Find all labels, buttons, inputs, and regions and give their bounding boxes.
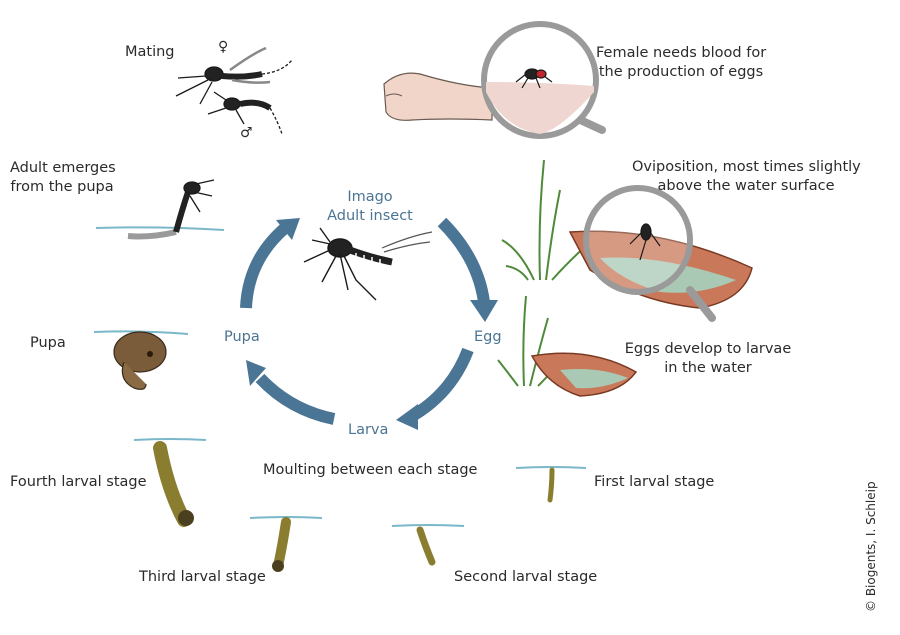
oviposition-container: [501, 159, 753, 322]
label-oviposition: Oviposition, most times slightly above t…: [632, 158, 861, 196]
arrowhead-larva: [396, 404, 418, 430]
arm-illustration: [383, 72, 493, 121]
emerging-adult: [95, 179, 225, 240]
cycle-arrows: [240, 217, 490, 425]
male-symbol: ♂: [240, 125, 253, 141]
label-eggs-develop-line2: in the water: [664, 360, 752, 376]
label-pupa-stage: Pupa: [30, 335, 66, 351]
label-adult-emerges-line2: from the pupa: [10, 179, 114, 195]
label-eggs-develop: Eggs develop to larvae in the water: [624, 340, 792, 378]
ovipositing-mosquito: [629, 223, 661, 261]
third-larva-illustration: [249, 516, 323, 572]
label-oviposition-line1: Oviposition, most times slightly: [632, 159, 861, 175]
second-larva-illustration: [391, 524, 465, 566]
cycle-label-imago-line2: Adult insect: [327, 208, 413, 224]
pupa-illustration: [93, 330, 189, 390]
arrow-egg-to-larva: [410, 347, 474, 421]
label-female-blood: Female needs blood for the production of…: [596, 44, 766, 82]
grass-left: [501, 159, 587, 281]
arrow-imago-to-egg: [437, 217, 490, 303]
cycle-arrowheads: [246, 218, 498, 430]
label-first-larval-stage: First larval stage: [594, 474, 715, 490]
arrow-larva-to-pupa: [255, 373, 336, 425]
magnifier-blood-meal: [481, 21, 606, 139]
arrowhead-pupa: [246, 360, 266, 386]
arrow-pupa-to-imago: [240, 223, 290, 309]
label-moulting: Moulting between each stage: [263, 462, 478, 478]
cycle-label-imago: Imago Adult insect: [320, 188, 420, 226]
cycle-label-pupa: Pupa: [224, 329, 260, 345]
label-adult-emerges-line1: Adult emerges: [10, 160, 116, 176]
label-third-larval-stage: Third larval stage: [139, 569, 266, 585]
label-second-larval-stage: Second larval stage: [454, 569, 598, 585]
egg-development-container: [497, 295, 638, 397]
label-female-blood-line1: Female needs blood for: [596, 45, 767, 61]
label-mating: Mating: [125, 44, 175, 60]
fourth-larva-illustration: [133, 438, 207, 527]
arrowhead-imago: [276, 218, 300, 240]
cycle-label-imago-line1: Imago: [347, 189, 393, 205]
label-fourth-larval-stage: Fourth larval stage: [10, 474, 147, 490]
blood-feeding-mosquito: [515, 68, 553, 89]
label-eggs-develop-line1: Eggs develop to larvae: [624, 341, 792, 357]
copyright-notice: © Biogents, I. Schleip: [864, 481, 878, 612]
arrowhead-egg: [470, 300, 498, 322]
first-larva-illustration: [515, 466, 587, 503]
cycle-label-egg: Egg: [474, 329, 502, 345]
label-adult-emerges: Adult emerges from the pupa: [10, 159, 116, 197]
female-symbol: ♀: [218, 39, 229, 55]
adult-mosquito-center: [303, 227, 433, 301]
cycle-label-larva: Larva: [348, 422, 389, 438]
label-oviposition-line2: above the water surface: [657, 178, 835, 194]
mating-mosquitoes: [175, 46, 293, 135]
label-female-blood-line2: the production of eggs: [598, 64, 764, 80]
